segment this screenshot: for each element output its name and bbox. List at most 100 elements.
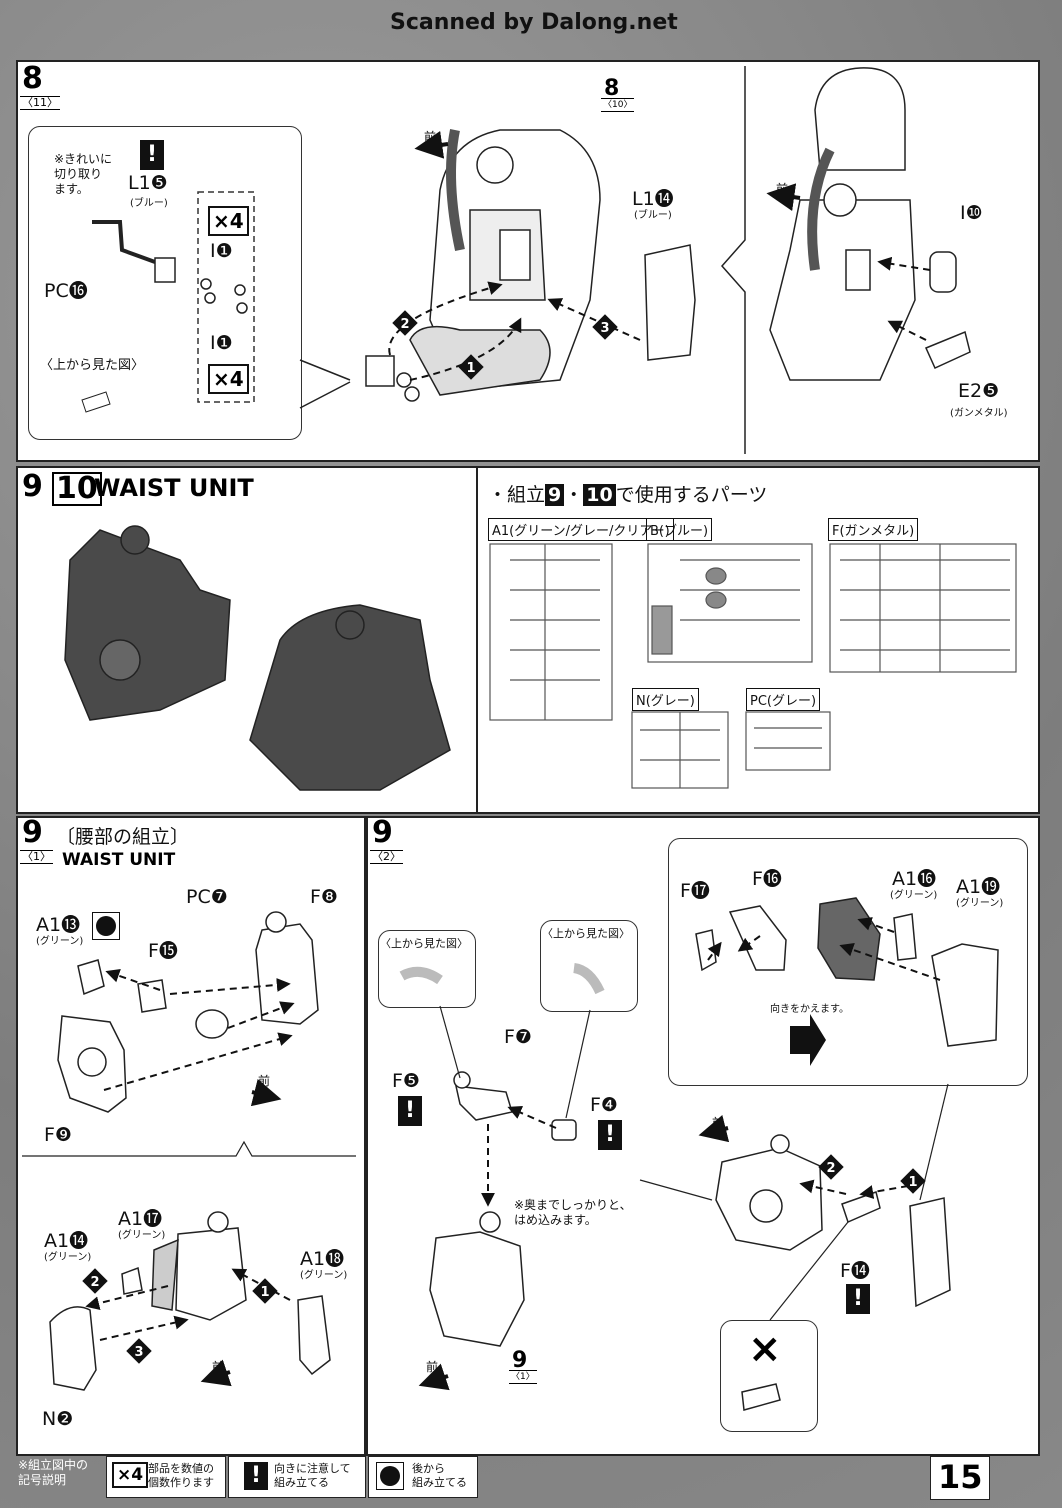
runner-label-pc: PC(グレー): [746, 688, 821, 711]
turn-direction-arrow: [790, 1014, 826, 1066]
step8-sub: 〈11〉: [20, 96, 60, 110]
parts-used-dot: ・: [564, 484, 584, 506]
part-l1-5-color: (ブルー): [130, 198, 168, 209]
assembly-arrow: [85, 1285, 169, 1311]
svg-text:2: 2: [826, 1161, 835, 1176]
part-pc-16: PC⓰: [44, 280, 88, 302]
part-f16: F⓰: [752, 868, 782, 890]
svg-text:1: 1: [466, 361, 475, 376]
part-n2: N❷: [42, 1408, 74, 1430]
assembly-arrow: [737, 935, 761, 952]
wrong-example-box: [720, 1320, 818, 1432]
page-number: 15: [938, 1458, 983, 1496]
legend-caution-text: 向きに注意して 組み立てる: [274, 1462, 351, 1489]
back-assembly-icon: [376, 1462, 404, 1490]
top-view-callout-2: [540, 920, 638, 1012]
assembly-arrow: [547, 298, 641, 341]
pc-part-assembly: [365, 355, 420, 402]
part-a1-14: A1⓮: [44, 1230, 89, 1252]
caution-icon: !: [846, 1284, 870, 1314]
part-a1-19-color: (グリーン): [956, 898, 1004, 909]
runner-label-b: B(ブルー): [646, 518, 713, 541]
part-a1-18: A1⓲: [300, 1248, 345, 1270]
front-arrow: [698, 1114, 730, 1143]
part-a1-17-color: (グリーン): [118, 1230, 166, 1241]
back-assembly-icon: [92, 912, 120, 940]
assembly-arrow: [799, 1179, 847, 1195]
part-l1-14: L1⓮: [632, 188, 674, 210]
part-e2-5: E2❺: [958, 380, 1000, 402]
part-a1-13-color: (グリーン): [36, 936, 84, 947]
part-f7: F❼: [504, 1026, 532, 1048]
view-from-top-label: 〈上から見た図〉: [40, 358, 145, 373]
part-a1-16: A1⓰: [892, 868, 937, 890]
assembly-arrow: [857, 917, 895, 933]
assembly-arrow: [507, 1106, 557, 1129]
view-from-top-part: [81, 391, 111, 413]
step9-2-number: 9: [372, 815, 393, 850]
part-f9: F❾: [44, 1124, 72, 1146]
legend-box-caution: [228, 1456, 366, 1498]
torso-drawing-left: [409, 129, 601, 396]
assembly-arrow: [99, 1315, 189, 1341]
assembly-arrow: [105, 969, 161, 991]
quantity-x4-bottom: ×4: [208, 364, 249, 394]
e2-5-part: [924, 330, 971, 369]
step8-number: 8: [22, 61, 43, 96]
assembly-arrow: [388, 281, 503, 356]
part-a1-14-color: (グリーン): [44, 1252, 92, 1263]
waist-unit-photo: [64, 525, 451, 791]
view-from-top-2: 〈上から見た図〉: [542, 927, 630, 940]
svg-text:1: 1: [260, 1285, 269, 1300]
step9-1-title-jp: 〔腰部の組立〕: [56, 826, 190, 848]
parts-used-panel: [476, 466, 1040, 814]
part-l1-5: L1❺: [128, 172, 168, 194]
scanner-credit: Scanned by Dalong.net: [390, 10, 678, 35]
part-a1-16-color: (グリーン): [890, 890, 938, 901]
l1-14-part: [644, 244, 696, 361]
i10-part: [929, 251, 957, 293]
callout-leader: [565, 1009, 591, 1119]
part-a1-17: A1⓱: [118, 1208, 163, 1230]
caution-icon: !: [598, 1120, 622, 1150]
step9-2-parts: [399, 897, 999, 1411]
front-arrow: [414, 130, 449, 159]
svg-text:3: 3: [134, 1345, 143, 1360]
step-10-badge: 10: [52, 472, 102, 506]
step9-2-ref-sub: 〈1〉: [509, 1370, 537, 1384]
runner-label-f: F(ガンメタル): [828, 518, 919, 541]
step9-1-title-en: WAIST UNIT: [62, 850, 176, 870]
runner-sprues: [489, 543, 1017, 789]
part-f15: F⓯: [148, 940, 178, 962]
caution-icon: !: [140, 140, 164, 170]
assembly-arrow: [877, 256, 931, 271]
parts-used-n9: 9: [545, 484, 565, 506]
assembly-arrow: [103, 1032, 293, 1091]
assembly-arrow: [887, 320, 927, 341]
pc16-part: [92, 220, 248, 314]
legend-x4: ×4: [112, 1462, 149, 1488]
svg-text:2: 2: [400, 317, 409, 332]
callout-markers: 2 1: [818, 1154, 926, 1194]
torso-drawing-right: [769, 67, 916, 381]
part-pc7: PC❼: [186, 886, 228, 908]
step9-1-number: 9: [22, 815, 43, 850]
callout-leader: [919, 1083, 949, 1201]
callout-leader: [439, 1005, 461, 1079]
front-arrow: [766, 183, 801, 212]
part-a1-19: A1⓳: [956, 876, 1001, 898]
caution-icon: !: [244, 1462, 268, 1490]
svg-text:1: 1: [908, 1175, 917, 1190]
svg-text:2: 2: [90, 1275, 99, 1290]
part-e2-5-color: (ガンメタル): [950, 408, 1008, 419]
part-f8: F❽: [310, 886, 338, 908]
step-9-badge: 9: [22, 469, 43, 504]
front-arrow: [250, 1078, 282, 1107]
step9-1-sub: 〈1〉: [20, 850, 53, 864]
dashed-group-box: [197, 191, 255, 403]
part-i10: I❿: [960, 202, 983, 224]
caution-icon: !: [398, 1096, 422, 1126]
assembly-arrow: [409, 317, 522, 381]
